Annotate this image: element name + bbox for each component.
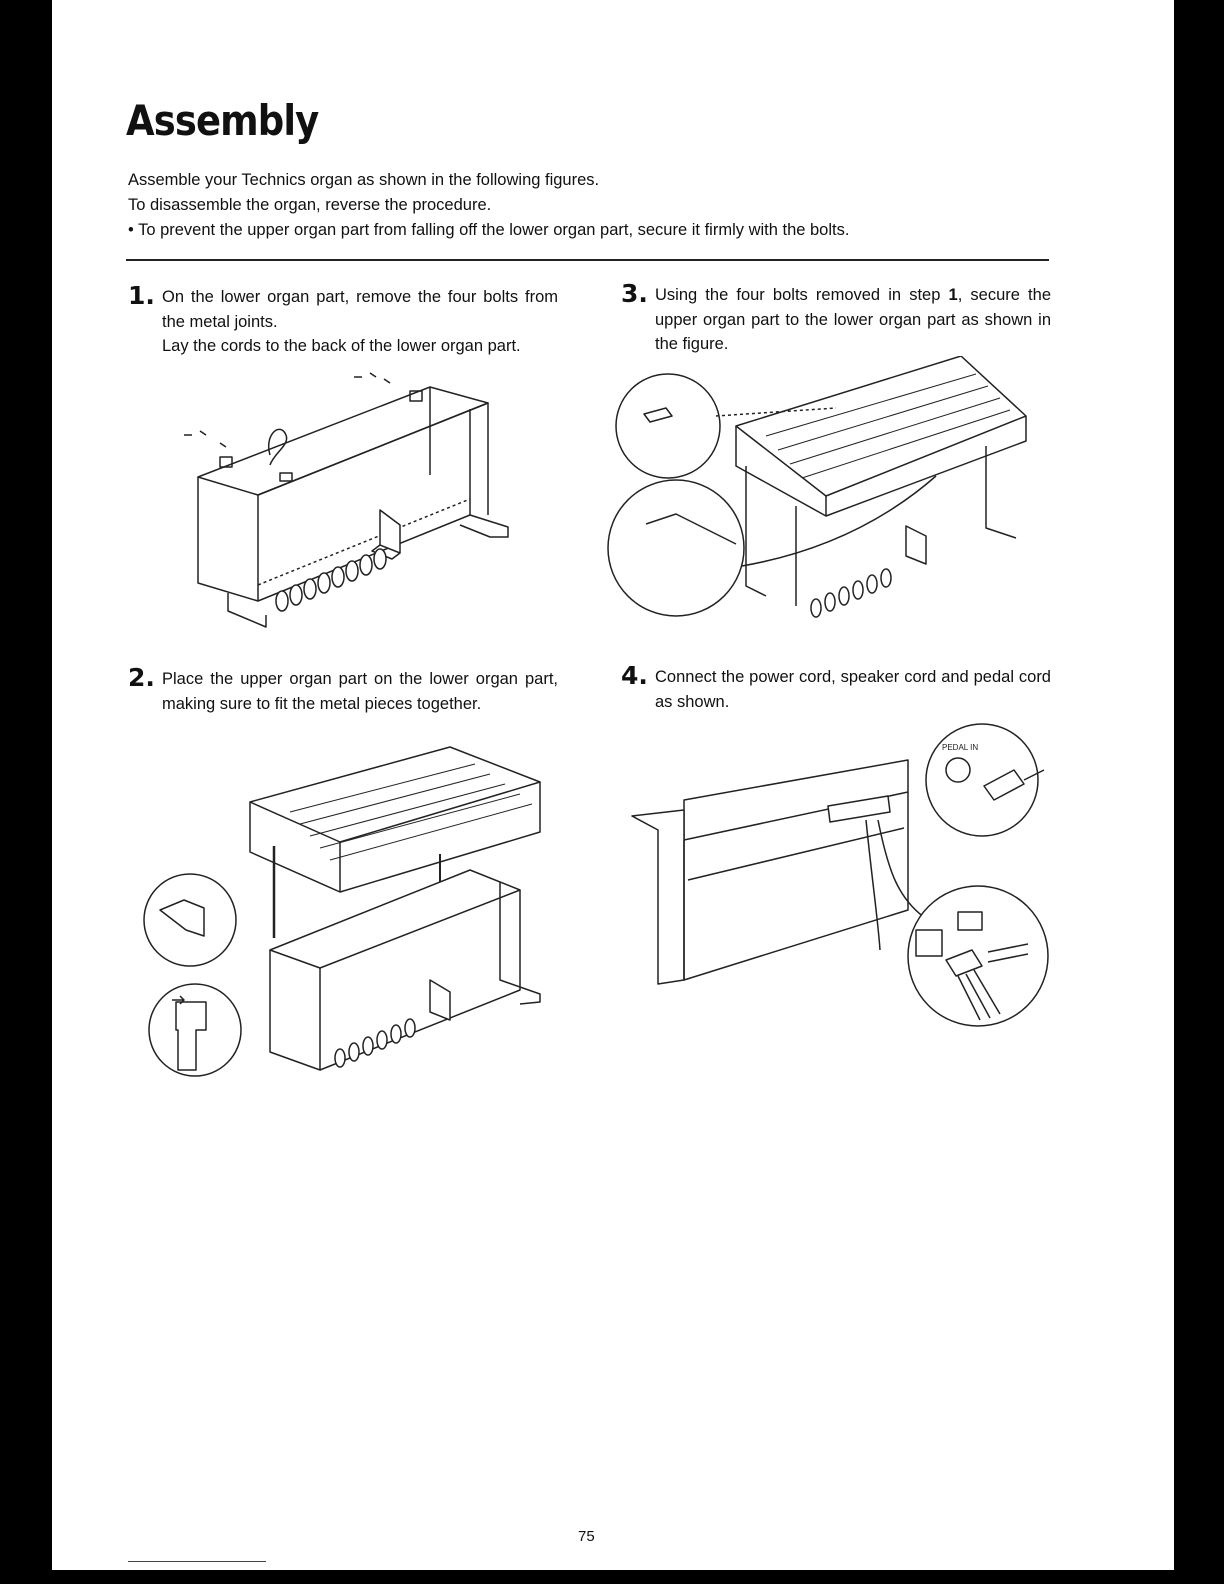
scan-border-right	[1174, 0, 1224, 1584]
step-line: Connect the power cord, speaker cord and…	[655, 668, 1051, 711]
step-4: 4. Connect the power cord, speaker cord …	[621, 661, 1051, 714]
step-text-part: , secure the upper organ part to the low…	[655, 286, 1051, 353]
step-text: Place the upper organ part on the lower …	[162, 667, 558, 716]
step-line: Using the four bolts removed in step 1, …	[655, 283, 1051, 357]
figure-connecting-cords: PEDAL IN	[628, 720, 1058, 1030]
scan-border-left	[0, 0, 52, 1584]
step-text-part: Using the four bolts removed in step	[655, 286, 949, 304]
step-number: 4.	[621, 661, 648, 690]
page-number: 75	[578, 1528, 595, 1545]
intro-note: • To prevent the upper organ part from f…	[128, 221, 850, 239]
step-number: 1.	[128, 281, 155, 310]
step-number: 3.	[621, 279, 648, 308]
step-text: Using the four bolts removed in step 1, …	[655, 283, 1051, 357]
page-title: Assembly	[126, 96, 319, 145]
section-divider	[126, 259, 1049, 261]
step-1: 1. On the lower organ part, remove the f…	[128, 281, 558, 359]
pedal-in-label: PEDAL IN	[942, 743, 978, 752]
intro-line-2: To disassemble the organ, reverse the pr…	[128, 196, 492, 214]
intro-line-1: Assemble your Technics organ as shown in…	[128, 171, 600, 189]
step-text: On the lower organ part, remove the four…	[162, 285, 558, 359]
step-line: Lay the cords to the back of the lower o…	[162, 337, 521, 355]
step-line: On the lower organ part, remove the four…	[162, 288, 558, 331]
step-2: 2. Place the upper organ part on the low…	[128, 663, 558, 716]
figure-bolting-parts	[606, 356, 1036, 646]
step-line: Place the upper organ part on the lower …	[162, 670, 558, 713]
footer-rule	[128, 1561, 266, 1562]
step-number: 2.	[128, 663, 155, 692]
step-text: Connect the power cord, speaker cord and…	[655, 665, 1051, 714]
intro-text: Assemble your Technics organ as shown in…	[128, 168, 849, 243]
figure-lower-organ-bolts	[170, 365, 530, 635]
figure-placing-upper-part	[140, 742, 560, 1092]
step-3: 3. Using the four bolts removed in step …	[621, 279, 1051, 357]
step-reference: 1	[948, 286, 958, 304]
scan-border-bottom	[0, 1570, 1224, 1584]
